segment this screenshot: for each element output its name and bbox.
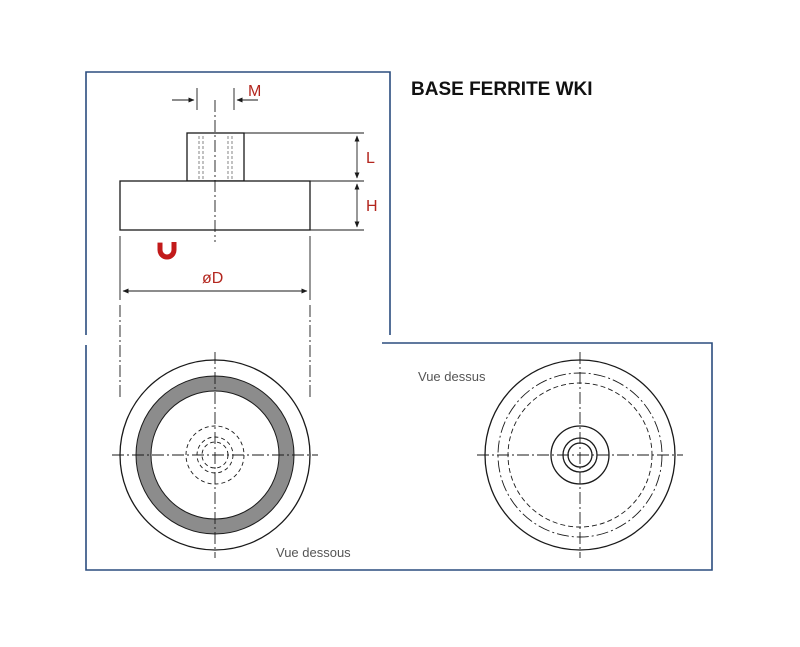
thread-hidden-lines [198, 136, 233, 181]
magnet-icon [157, 241, 177, 260]
frames [85, 71, 713, 571]
dimension-d [119, 236, 311, 300]
dimension-l-label: L [366, 150, 375, 167]
drawing-title: BASE FERRITE WKI [411, 79, 593, 100]
projection-lines [119, 305, 311, 398]
side-view: M L H øD [119, 83, 378, 300]
bottom-view: Vue dessous [112, 352, 351, 560]
bottom-view-label: Vue dessous [276, 545, 351, 560]
dimension-m-label: M [248, 83, 261, 100]
side-view-frame [85, 71, 391, 335]
dimension-m [172, 88, 258, 110]
top-view: Vue dessus [418, 352, 683, 558]
bottom-views-frame [85, 342, 713, 571]
threaded-stud [186, 132, 245, 182]
dimension-h [310, 183, 364, 231]
dimension-d-label: øD [202, 270, 223, 287]
dimension-l [244, 132, 364, 182]
dimension-h-label: H [366, 198, 378, 215]
top-view-label: Vue dessus [418, 369, 486, 384]
